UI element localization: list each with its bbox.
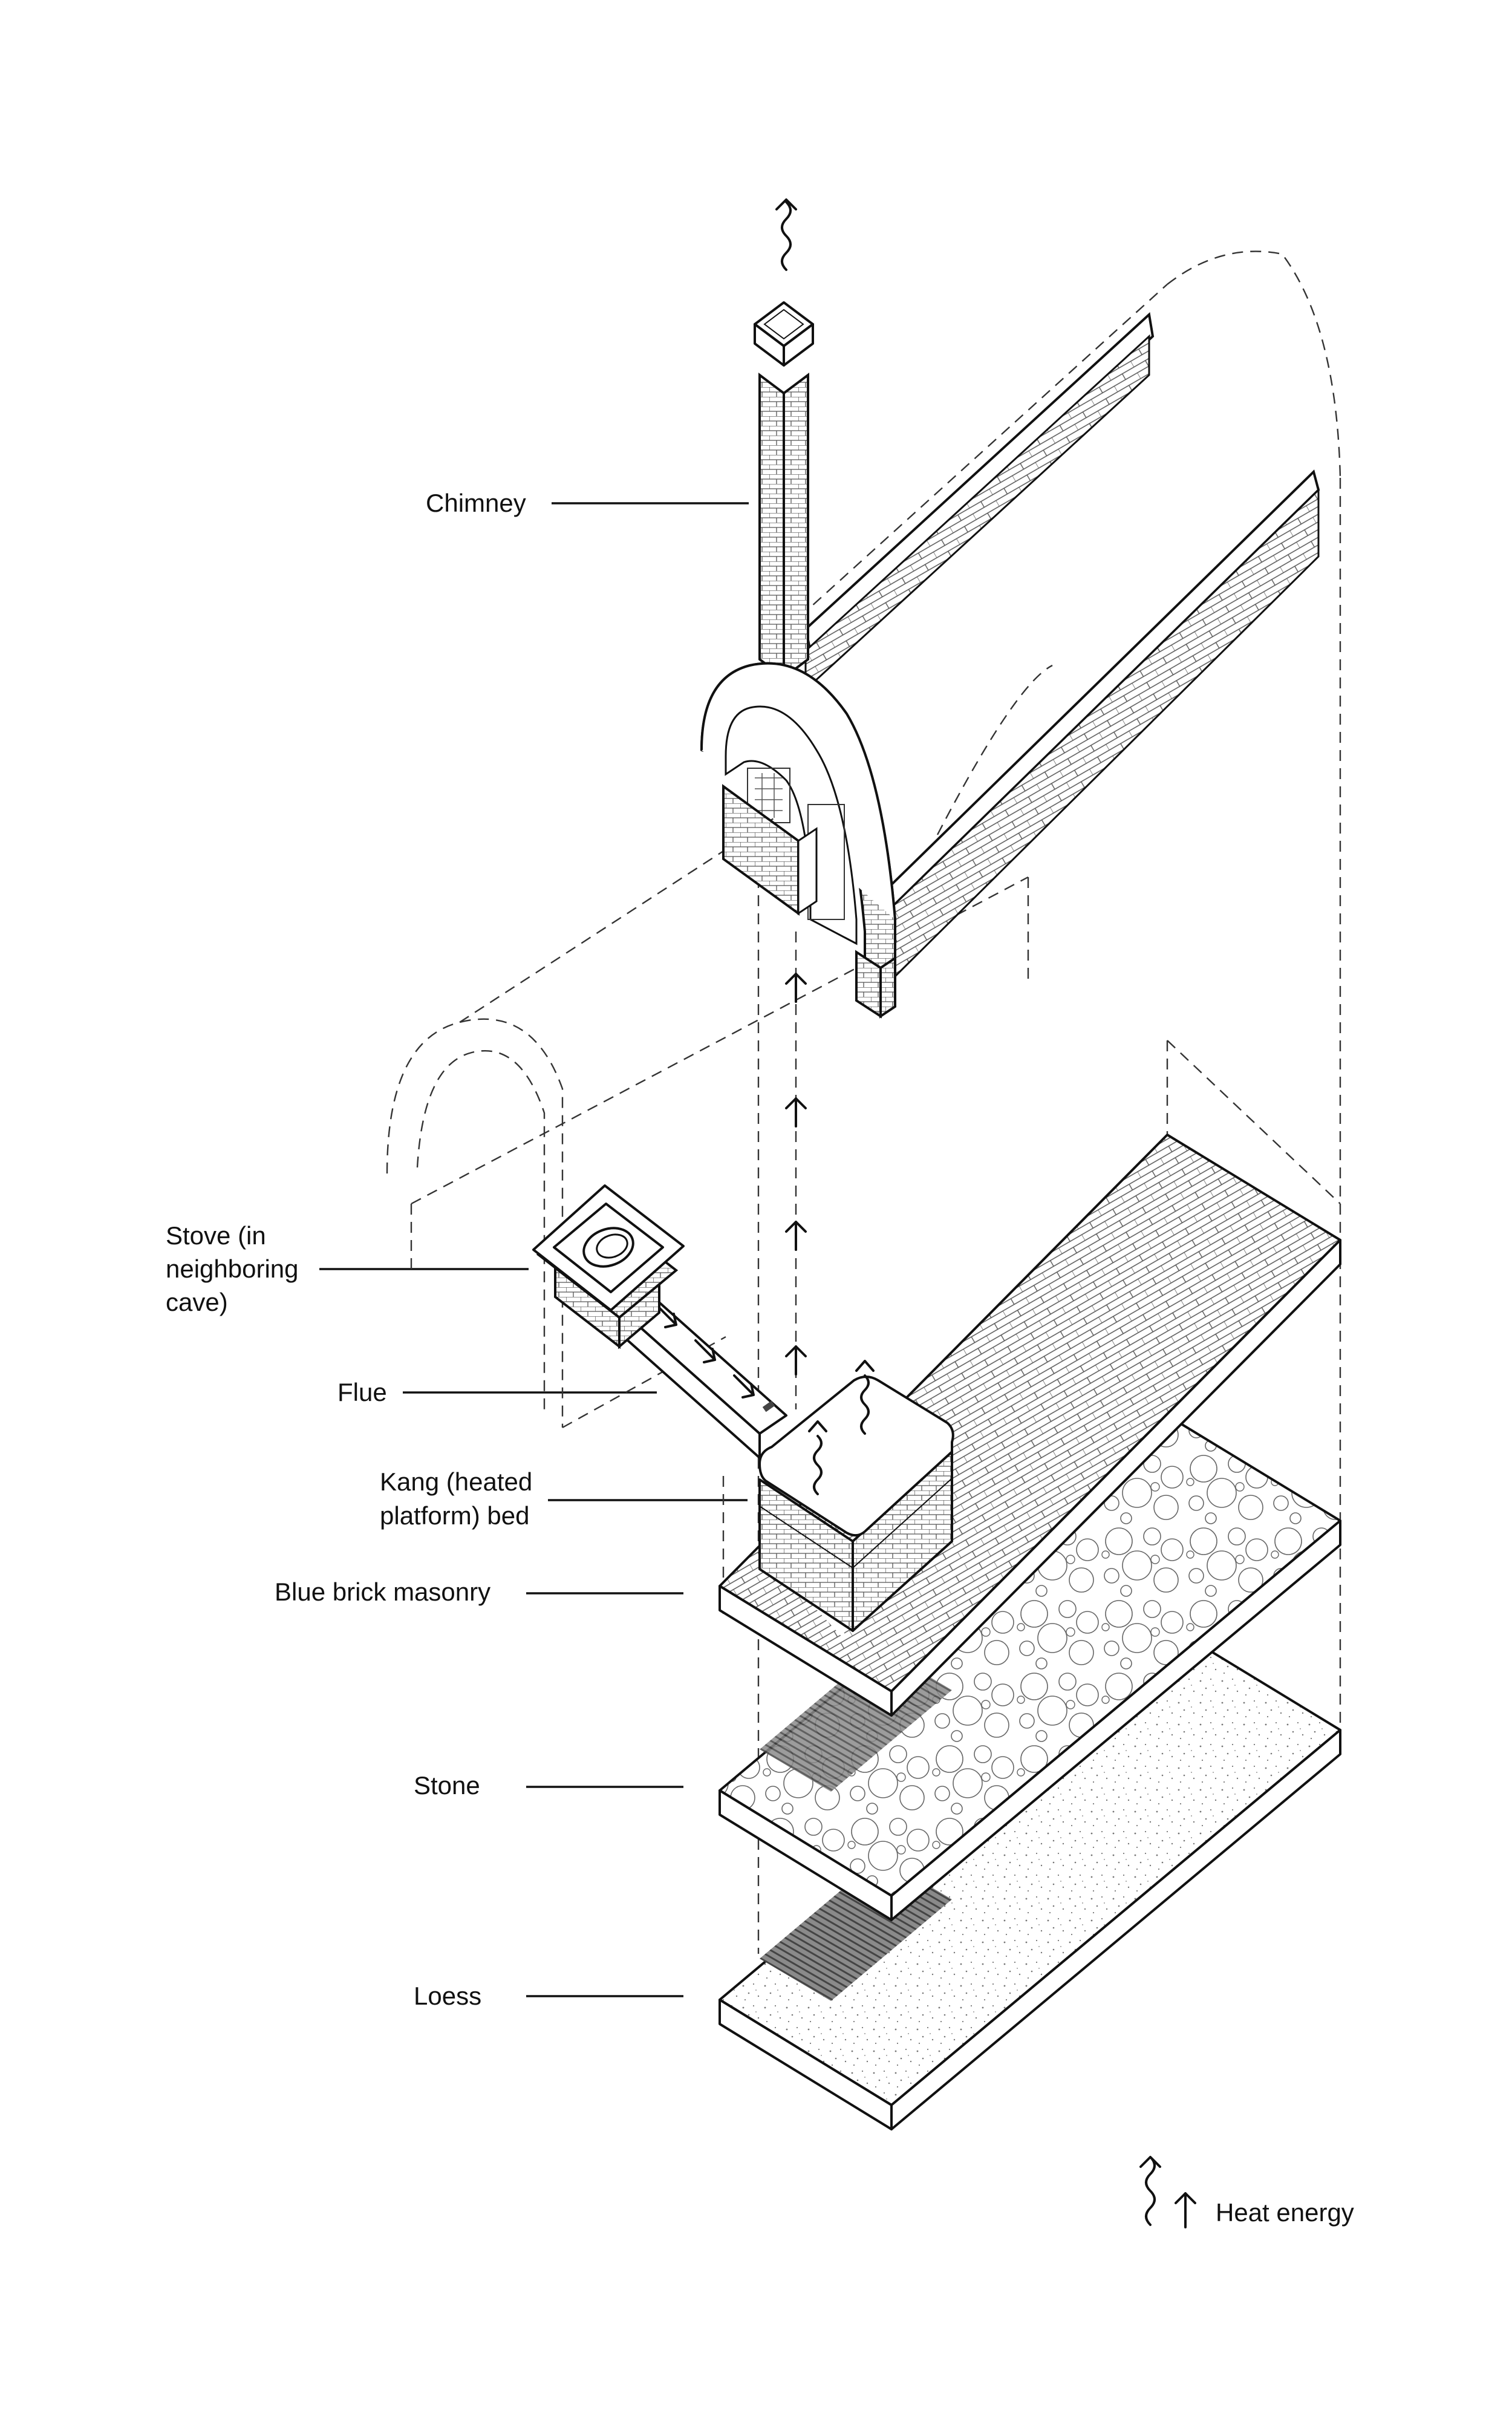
chimney-cap-inner <box>763 308 804 340</box>
platform-box-top-right <box>1167 1040 1341 1204</box>
neighbor-cave-inner-arc <box>416 1049 546 1409</box>
chimney-cap-side <box>783 323 814 367</box>
label-group: Chimney Stove (in neighboring cave) Flue… <box>166 489 749 2010</box>
neighbor-cave-front-arc <box>386 1018 564 1428</box>
door-window-lattice <box>755 773 783 818</box>
cave-walls <box>804 312 1320 988</box>
up-arrow-icon-2 <box>785 1097 807 1128</box>
chimney-label: Chimney <box>426 489 526 517</box>
blue-brick-label: Blue brick masonry <box>275 1578 490 1606</box>
neighbor-cave-ridge <box>459 797 805 1023</box>
kang-heat-wave-icon-2 <box>855 1360 875 1435</box>
heat-flow-arrows <box>785 973 807 1376</box>
cave-mid-arc <box>936 664 1053 835</box>
legend: Heat energy <box>1139 2156 1354 2228</box>
kang-label-line-1: Kang (heated <box>380 1467 532 1496</box>
kang-band-line-side <box>852 1478 953 1568</box>
stone-label: Stone <box>414 1771 480 1800</box>
stove-opening-inner <box>596 1233 628 1259</box>
cave-vault-far-arc <box>1167 250 1341 478</box>
kang-bed <box>758 1360 954 1639</box>
chimney-heat-wave-icon <box>775 198 797 271</box>
kang-top-face <box>758 1376 954 1537</box>
front-wall-face <box>884 488 1320 988</box>
arch-door-recess <box>725 705 858 945</box>
cave-vault-ridge <box>786 284 1168 630</box>
flue-arrow-icon-3 <box>733 1374 755 1399</box>
back-wall-face <box>804 334 1150 692</box>
chimney-front-face <box>758 373 785 680</box>
stone-layer <box>719 1414 1341 1921</box>
flue-arrow-icon-2 <box>694 1339 716 1363</box>
kang-heat-wave-icon <box>808 1420 827 1495</box>
stove-label-line-2: neighboring <box>166 1255 299 1283</box>
chimney-side-face <box>783 373 809 680</box>
loess-label: Loess <box>414 1982 481 2010</box>
brick-side-face <box>890 1239 1341 1717</box>
facade-base-left-side <box>797 827 818 915</box>
back-wall-top <box>804 312 1155 653</box>
kang-band-line <box>759 1506 853 1568</box>
arched-facade <box>700 662 896 1019</box>
legend-heat-energy-label: Heat energy <box>1216 2198 1354 2227</box>
stove-label-line-1: Stove (in <box>166 1221 266 1250</box>
up-arrow-icon-3 <box>785 1221 807 1251</box>
kang-label-line-2: platform) bed <box>380 1501 529 1530</box>
legend-wavy-arrow-icon <box>1139 2156 1161 2226</box>
stone-side-face <box>890 1519 1341 1921</box>
flue-outlet-mark <box>762 1400 775 1412</box>
stove <box>532 1184 685 1350</box>
chimney <box>754 198 814 680</box>
up-arrow-icon-1 <box>785 973 807 1003</box>
legend-up-arrow-icon <box>1175 2192 1196 2228</box>
up-arrow-icon-4 <box>785 1345 807 1376</box>
flue-label: Flue <box>337 1378 387 1406</box>
loess-side-face <box>890 1729 1341 2130</box>
facade-pier-side <box>879 956 896 1019</box>
loess-layer <box>719 1624 1341 2130</box>
stove-label-line-3: cave) <box>166 1288 228 1316</box>
